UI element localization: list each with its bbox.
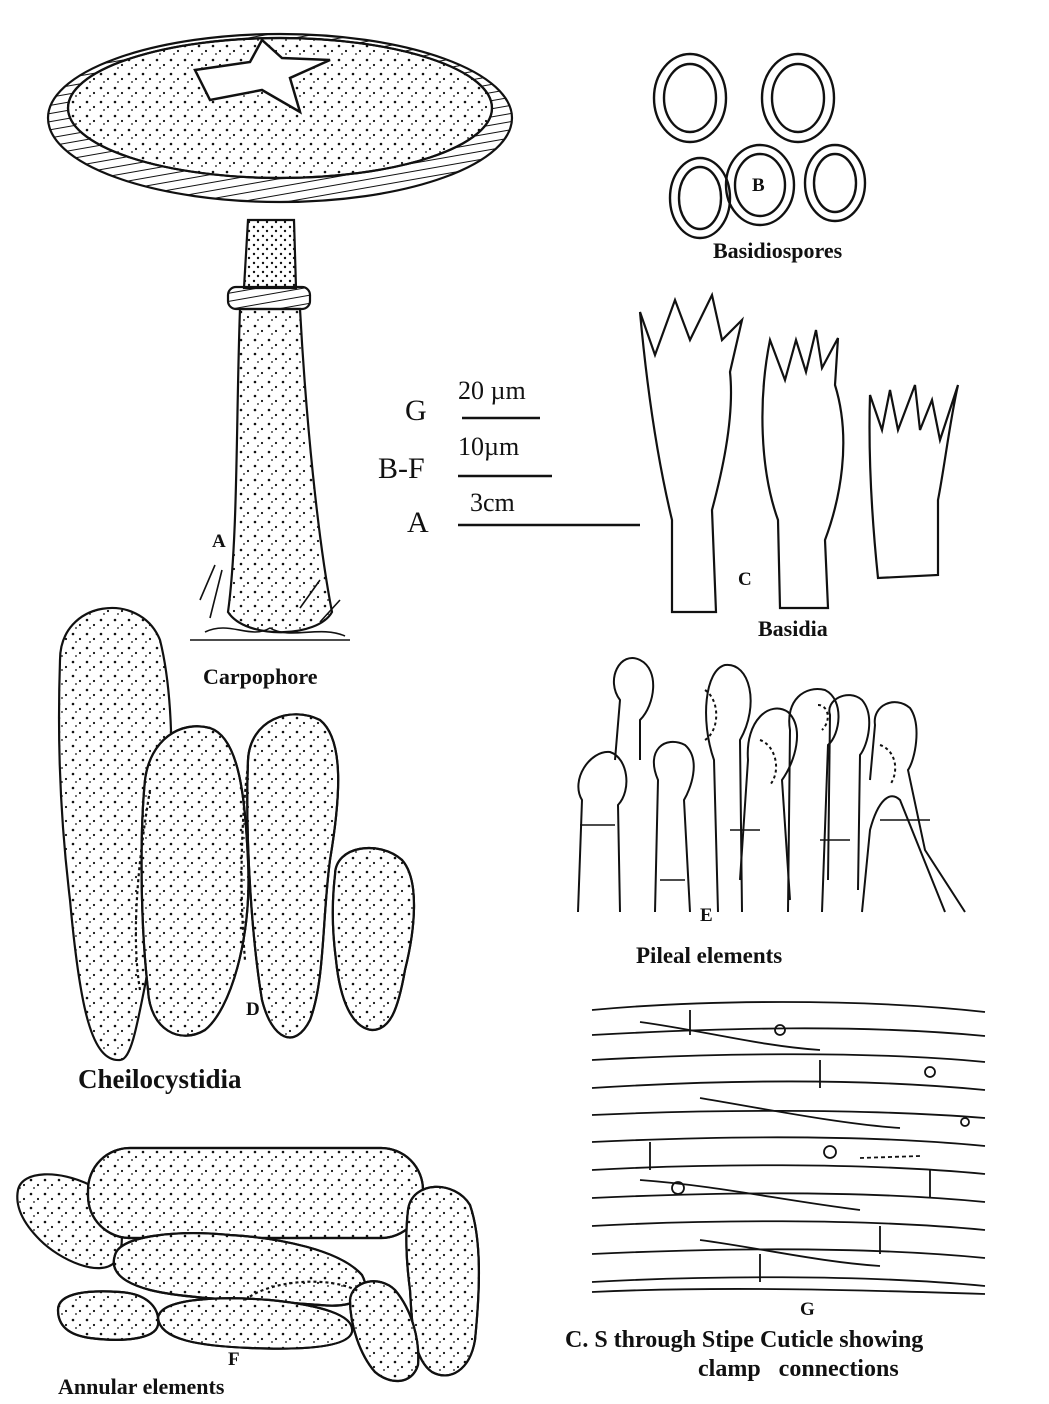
basidiospores-drawing xyxy=(654,54,865,238)
panel-letter-d: D xyxy=(246,1000,260,1019)
stipe-cuticle-drawing xyxy=(592,1002,985,1294)
scale-bar-g-name: G xyxy=(405,396,427,426)
panel-letter-b: B xyxy=(752,176,765,195)
caption-cheilocystidia: Cheilocystidia xyxy=(78,1066,242,1093)
scale-bar-a-name: A xyxy=(407,508,429,538)
panel-letter-g: G xyxy=(800,1300,815,1319)
scale-bar-g-value: 20 µm xyxy=(458,378,526,404)
carpophore-drawing xyxy=(48,34,512,640)
panel-letter-f: F xyxy=(228,1350,240,1369)
annular-elements-drawing xyxy=(17,1148,479,1381)
caption-basidiospores: Basidiospores xyxy=(713,240,842,262)
scale-bar-bf-name: B-F xyxy=(378,454,425,484)
caption-basidia: Basidia xyxy=(758,618,828,640)
caption-pileal-elements: Pileal elements xyxy=(636,944,782,967)
caption-annular-elements: Annular elements xyxy=(58,1376,224,1398)
scale-bar-bf-value: 10µm xyxy=(458,434,519,460)
panel-letter-c: C xyxy=(738,570,752,589)
scale-bar-a-value: 3cm xyxy=(470,490,515,516)
caption-carpophore: Carpophore xyxy=(203,666,318,688)
panel-letter-a: A xyxy=(212,532,226,551)
caption-stipe-cuticle-line2: clamp connections xyxy=(698,1357,899,1381)
basidia-drawing xyxy=(640,295,958,612)
pileal-elements-drawing xyxy=(578,658,965,912)
caption-stipe-cuticle-line1: C. S through Stipe Cuticle showing xyxy=(565,1328,923,1352)
panel-letter-e: E xyxy=(700,906,713,925)
